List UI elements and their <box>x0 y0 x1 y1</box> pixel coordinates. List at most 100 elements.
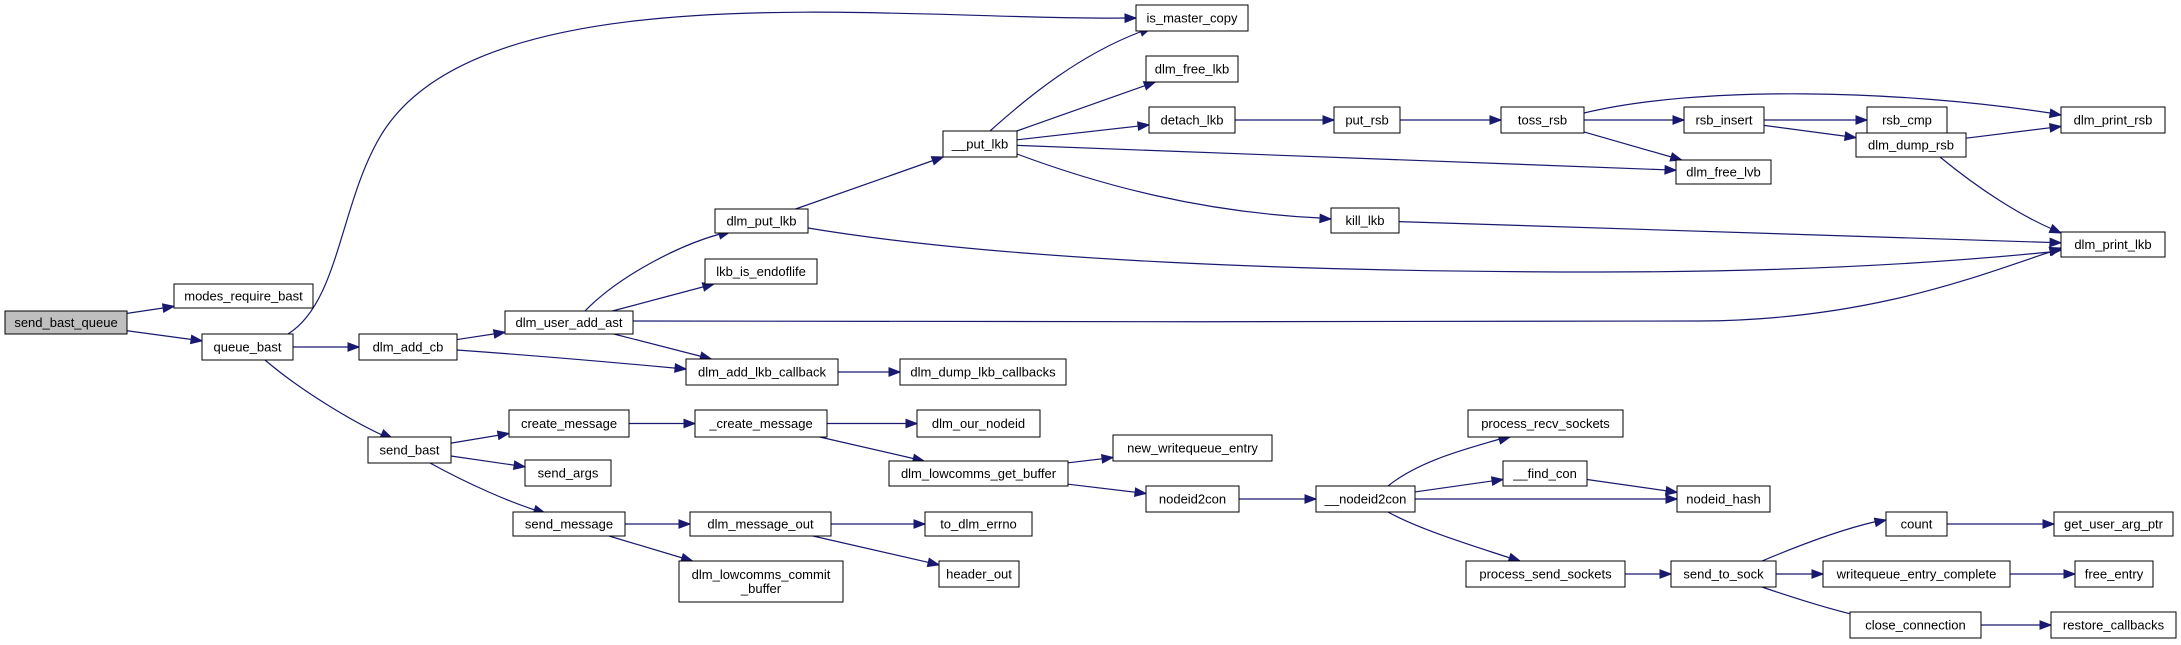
node-box[interactable] <box>916 409 1041 438</box>
node-box[interactable] <box>1670 560 1777 588</box>
node-box[interactable] <box>2074 560 2154 588</box>
node-box[interactable] <box>1849 611 1982 639</box>
node-box[interactable] <box>2053 511 2174 537</box>
node-send-bast[interactable]: send_bast <box>367 436 452 464</box>
node-dlm-free-lkb[interactable]: dlm_free_lkb <box>1145 55 1239 83</box>
node--create-message[interactable]: _create_message <box>694 409 828 438</box>
node-is-master-copy[interactable]: is_master_copy <box>1135 4 1249 32</box>
node-writequeue-entry-complete[interactable]: writequeue_entry_complete <box>1822 560 2011 588</box>
node-box[interactable] <box>1822 560 2011 588</box>
node-box[interactable] <box>1148 106 1236 134</box>
node-box[interactable] <box>2050 611 2177 639</box>
node-box[interactable] <box>1465 560 1626 588</box>
node-put-rsb[interactable]: put_rsb <box>1333 106 1401 134</box>
node-dlm-user-add-ast[interactable]: dlm_user_add_ast <box>504 310 634 335</box>
node-new-writequeue-entry[interactable]: new_writequeue_entry <box>1112 434 1273 462</box>
node-box[interactable] <box>1500 106 1585 134</box>
node-box[interactable] <box>2060 231 2166 258</box>
node-label: get_user_arg_ptr <box>2064 517 2164 532</box>
edge-arrowhead <box>683 418 697 429</box>
node-dlm-free-lvb[interactable]: dlm_free_lvb <box>1675 159 1772 185</box>
node-nodeid2con[interactable]: nodeid2con <box>1145 485 1240 513</box>
node-box[interactable] <box>1315 485 1416 513</box>
node-create-message[interactable]: create_message <box>508 409 630 438</box>
node-send-to-sock[interactable]: send_to_sock <box>1670 560 1777 588</box>
node-dlm-print-lkb[interactable]: dlm_print_lkb <box>2060 231 2166 258</box>
node-dlm-our-nodeid[interactable]: dlm_our_nodeid <box>916 409 1041 438</box>
node-queue-bast[interactable]: queue_bast <box>201 333 294 361</box>
node-box[interactable] <box>938 560 1020 588</box>
node-free-entry[interactable]: free_entry <box>2074 560 2154 588</box>
node-box[interactable] <box>358 333 458 361</box>
node-box[interactable] <box>888 460 1069 487</box>
node-dlm-message-out[interactable]: dlm_message_out <box>689 511 832 537</box>
node-box[interactable] <box>689 511 832 537</box>
node-box[interactable] <box>678 560 844 603</box>
node-dlm-lowcomms-commit-buffer[interactable]: dlm_lowcomms_commit_buffer <box>678 560 844 603</box>
node-box[interactable] <box>512 511 626 537</box>
node-box[interactable] <box>1135 4 1249 32</box>
node-box[interactable] <box>367 436 452 464</box>
node-dlm-put-lkb[interactable]: dlm_put_lkb <box>714 208 809 234</box>
node-toss-rsb[interactable]: toss_rsb <box>1500 106 1585 134</box>
node-dlm-dump-rsb[interactable]: dlm_dump_rsb <box>1855 132 1967 158</box>
node-box[interactable] <box>201 333 294 361</box>
node-box[interactable] <box>685 358 839 386</box>
node-dlm-add-lkb-callback[interactable]: dlm_add_lkb_callback <box>685 358 839 386</box>
node-lkb-is-endoflife[interactable]: lkb_is_endoflife <box>704 258 818 285</box>
node-kill-lkb[interactable]: kill_lkb <box>1330 207 1400 234</box>
node-count[interactable]: count <box>1885 511 1948 537</box>
node-box[interactable] <box>4 310 128 335</box>
node-box[interactable] <box>899 358 1067 386</box>
node-box[interactable] <box>1467 409 1624 438</box>
node-send-args[interactable]: send_args <box>524 459 612 487</box>
edge-create_message-to-_create_message <box>629 418 697 429</box>
node-box[interactable] <box>2060 106 2166 134</box>
node-rsb-cmp[interactable]: rsb_cmp <box>1866 106 1948 134</box>
node-box[interactable] <box>704 258 818 285</box>
node-rsb-insert[interactable]: rsb_insert <box>1683 106 1765 134</box>
node-box[interactable] <box>714 208 809 234</box>
node-dlm-add-cb[interactable]: dlm_add_cb <box>358 333 458 361</box>
node---put-lkb[interactable]: __put_lkb <box>942 130 1018 158</box>
node-box[interactable] <box>1145 55 1239 83</box>
node-box[interactable] <box>173 283 314 309</box>
node-get-user-arg-ptr[interactable]: get_user_arg_ptr <box>2053 511 2174 537</box>
node-box[interactable] <box>1330 207 1400 234</box>
node-box[interactable] <box>1855 132 1967 158</box>
node-box[interactable] <box>694 409 828 438</box>
node-label: dlm_add_lkb_callback <box>698 365 826 380</box>
node-send-message[interactable]: send_message <box>512 511 626 537</box>
node-box[interactable] <box>1112 434 1273 462</box>
node-process-recv-sockets[interactable]: process_recv_sockets <box>1467 409 1624 438</box>
node-box[interactable] <box>942 130 1018 158</box>
node-to-dlm-errno[interactable]: to_dlm_errno <box>924 511 1033 537</box>
node-dlm-lowcomms-get-buffer[interactable]: dlm_lowcomms_get_buffer <box>888 460 1069 487</box>
node-close-connection[interactable]: close_connection <box>1849 611 1982 639</box>
node-dlm-print-rsb[interactable]: dlm_print_rsb <box>2060 106 2166 134</box>
node-detach-lkb[interactable]: detach_lkb <box>1148 106 1236 134</box>
node-box[interactable] <box>1866 106 1948 134</box>
node-box[interactable] <box>524 459 612 487</box>
node-process-send-sockets[interactable]: process_send_sockets <box>1465 560 1626 588</box>
node-modes-require-bast[interactable]: modes_require_bast <box>173 283 314 309</box>
node-box[interactable] <box>1333 106 1401 134</box>
node-box[interactable] <box>1675 159 1772 185</box>
node-box[interactable] <box>508 409 630 438</box>
node-box[interactable] <box>504 310 634 335</box>
node-box[interactable] <box>1885 511 1948 537</box>
edge-arrowhead <box>1664 485 1679 496</box>
node-restore-callbacks[interactable]: restore_callbacks <box>2050 611 2177 639</box>
node-box[interactable] <box>1502 460 1588 487</box>
node---nodeid2con[interactable]: __nodeid2con <box>1315 485 1416 513</box>
node---find-con[interactable]: __find_con <box>1502 460 1588 487</box>
node-dlm-dump-lkb-callbacks[interactable]: dlm_dump_lkb_callbacks <box>899 358 1067 386</box>
node-send-bast-queue[interactable]: send_bast_queue <box>4 310 128 335</box>
node-nodeid-hash[interactable]: nodeid_hash <box>1676 485 1771 513</box>
node-box[interactable] <box>1676 485 1771 513</box>
node-box[interactable] <box>1145 485 1240 513</box>
node-label: rsb_cmp <box>1882 113 1932 128</box>
node-box[interactable] <box>924 511 1033 537</box>
node-header-out[interactable]: header_out <box>938 560 1020 588</box>
node-box[interactable] <box>1683 106 1765 134</box>
